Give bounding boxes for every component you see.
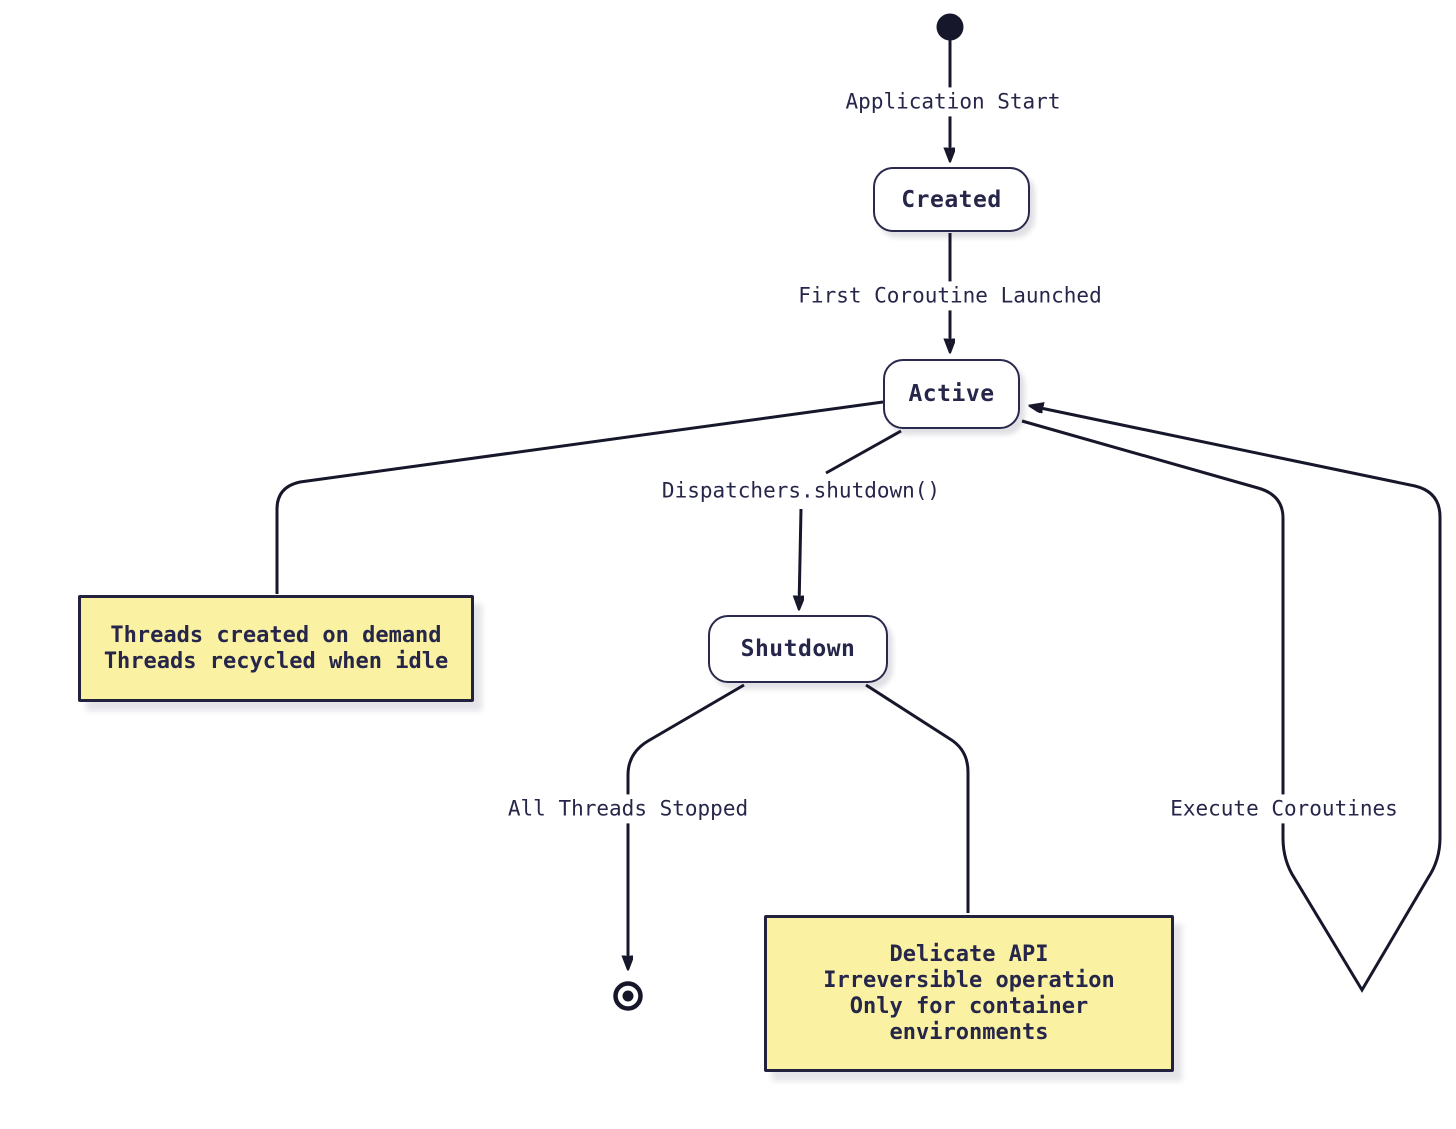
state-active[interactable]: Active — [883, 359, 1020, 429]
note-threads-line-2: Threads recycled when idle — [103, 648, 449, 674]
edge-label-first-coroutine-launched: First Coroutine Launched — [790, 281, 1110, 311]
edge-dispatchers-shutdown-arrow — [799, 508, 801, 608]
note-delicate-line-1: Delicate API — [889, 941, 1049, 967]
edge-label-application-start: Application Start — [837, 87, 1069, 117]
state-shutdown-label: Shutdown — [740, 636, 856, 662]
edge-label-dispatchers-shutdown: Dispatchers.shutdown() — [653, 476, 949, 506]
initial-state-dot — [936, 13, 964, 41]
state-created-label: Created — [901, 186, 1002, 213]
note-threads: Threads created on demand Threads recycl… — [78, 595, 474, 702]
note-threads-line-1: Threads created on demand — [110, 622, 442, 648]
note-delicate-line-2: Irreversible operation — [823, 967, 1115, 993]
edge-dispatchers-shutdown-stub — [825, 429, 902, 475]
edge-active-note-connector — [275, 400, 884, 594]
edge-label-execute-coroutines: Execute Coroutines — [1162, 794, 1406, 824]
final-state-inner-dot — [622, 990, 634, 1002]
state-shutdown[interactable]: Shutdown — [708, 615, 888, 683]
edge-label-all-threads-stopped: All Threads Stopped — [499, 794, 757, 824]
state-created[interactable]: Created — [873, 167, 1030, 232]
note-delicate-line-4: environments — [889, 1019, 1049, 1045]
state-active-label: Active — [908, 381, 995, 407]
edge-all-threads-stopped — [628, 683, 745, 968]
note-delicate-api: Delicate API Irreversible operation Only… — [764, 915, 1174, 1072]
edge-execute-coroutines-loop — [1021, 406, 1442, 993]
note-delicate-line-3: Only for container — [849, 993, 1089, 1019]
edge-shutdown-note-connector — [865, 683, 970, 913]
